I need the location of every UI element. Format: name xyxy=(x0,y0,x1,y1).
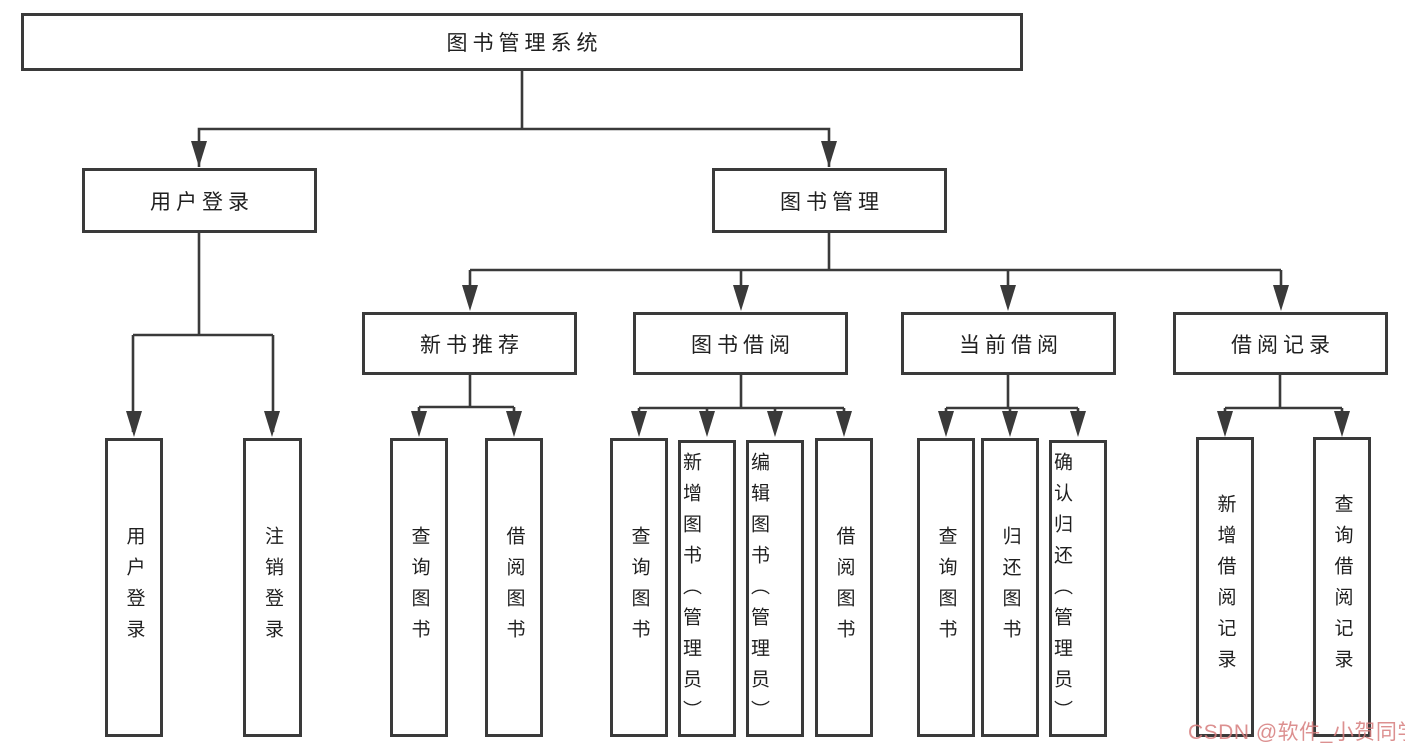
leaf-add-borrow-record: 新增借阅记录 xyxy=(1196,437,1254,737)
leaf-confirm-return-admin: 确认归还（管理员） xyxy=(1049,440,1107,737)
node-root: 图书管理系统 xyxy=(21,13,1023,71)
arrow-down-icon xyxy=(767,411,783,437)
leaf-borrow-books-recommend: 借阅图书 xyxy=(485,438,543,737)
leaf-query-books-current: 查询图书 xyxy=(917,438,975,737)
node-user-login-label: 用户登录 xyxy=(150,190,254,214)
node-new-book-recommend: 新书推荐 xyxy=(362,312,577,375)
leaf-query-books-recommend-label: 查询图书 xyxy=(408,525,430,650)
connector-root-to-level2 xyxy=(197,71,831,167)
arrow-down-icon xyxy=(191,141,207,167)
leaf-borrow-books-recommend-label: 借阅图书 xyxy=(503,525,525,650)
csdn-watermark: CSDN @软件_小贺同学 xyxy=(1188,721,1405,744)
arrow-down-icon xyxy=(821,141,837,167)
leaf-confirm-return-admin-label: 确认归还（管理员） xyxy=(1051,451,1072,731)
arrow-down-icon xyxy=(836,411,852,437)
node-current-borrow: 当前借阅 xyxy=(901,312,1116,375)
arrow-down-icon xyxy=(1217,411,1233,437)
leaf-user-login-label: 用户登录 xyxy=(123,525,145,650)
arrow-down-icon xyxy=(506,411,522,437)
leaf-borrow-book: 借阅图书 xyxy=(815,438,873,737)
arrow-down-icon xyxy=(1273,285,1289,311)
leaf-borrow-book-label: 借阅图书 xyxy=(833,525,855,650)
arrow-down-icon xyxy=(1002,411,1018,437)
leaf-edit-book-admin-label: 编辑图书（管理员） xyxy=(748,451,769,731)
node-book-management: 图书管理 xyxy=(712,168,947,233)
leaf-query-books-borrow-label: 查询图书 xyxy=(628,525,650,650)
node-book-management-label: 图书管理 xyxy=(780,190,884,214)
leaf-add-book-admin: 新增图书（管理员） xyxy=(678,440,736,737)
leaf-logout-label: 注销登录 xyxy=(262,525,283,650)
arrow-down-icon xyxy=(631,411,647,437)
leaf-edit-book-admin: 编辑图书（管理员） xyxy=(746,440,804,737)
leaf-logout: 注销登录 xyxy=(243,438,302,737)
node-book-borrow-label: 图书借阅 xyxy=(691,333,795,357)
connector-user-login-children xyxy=(131,233,275,432)
leaf-query-books-current-label: 查询图书 xyxy=(935,525,957,650)
leaf-query-borrow-record-label: 查询借阅记录 xyxy=(1331,494,1353,680)
arrow-down-icon xyxy=(1000,285,1016,311)
connector-book-mgmt-to-level3 xyxy=(468,233,1283,306)
arrow-down-icon xyxy=(938,411,954,437)
arrow-down-icon xyxy=(264,411,280,437)
arrow-down-icon xyxy=(699,411,715,437)
arrow-down-icon xyxy=(1070,411,1086,437)
arrow-down-icon xyxy=(411,411,427,437)
node-current-borrow-label: 当前借阅 xyxy=(959,333,1063,357)
connector-borrow-record-children xyxy=(1223,375,1344,432)
leaf-return-book-label: 归还图书 xyxy=(999,525,1021,650)
connector-new-book-children xyxy=(417,375,516,432)
node-borrow-records-label: 借阅记录 xyxy=(1231,333,1335,357)
arrow-down-icon xyxy=(126,411,142,437)
node-book-borrow: 图书借阅 xyxy=(633,312,848,375)
leaf-query-borrow-record: 查询借阅记录 xyxy=(1313,437,1371,737)
node-new-book-recommend-label: 新书推荐 xyxy=(420,333,524,357)
leaf-user-login: 用户登录 xyxy=(105,438,163,737)
node-root-label: 图书管理系统 xyxy=(446,32,603,55)
arrowheads xyxy=(126,141,1350,437)
node-borrow-records: 借阅记录 xyxy=(1173,312,1388,375)
arrow-down-icon xyxy=(733,285,749,311)
leaf-return-book: 归还图书 xyxy=(981,438,1039,737)
arrow-down-icon xyxy=(462,285,478,311)
leaf-add-borrow-record-label: 新增借阅记录 xyxy=(1214,494,1236,680)
leaf-query-books-borrow: 查询图书 xyxy=(610,438,668,737)
leaf-add-book-admin-label: 新增图书（管理员） xyxy=(680,451,701,731)
connector-book-borrow-children xyxy=(637,375,846,432)
leaf-query-books-recommend: 查询图书 xyxy=(390,438,448,737)
node-user-login: 用户登录 xyxy=(82,168,317,233)
arrow-down-icon xyxy=(1334,411,1350,437)
